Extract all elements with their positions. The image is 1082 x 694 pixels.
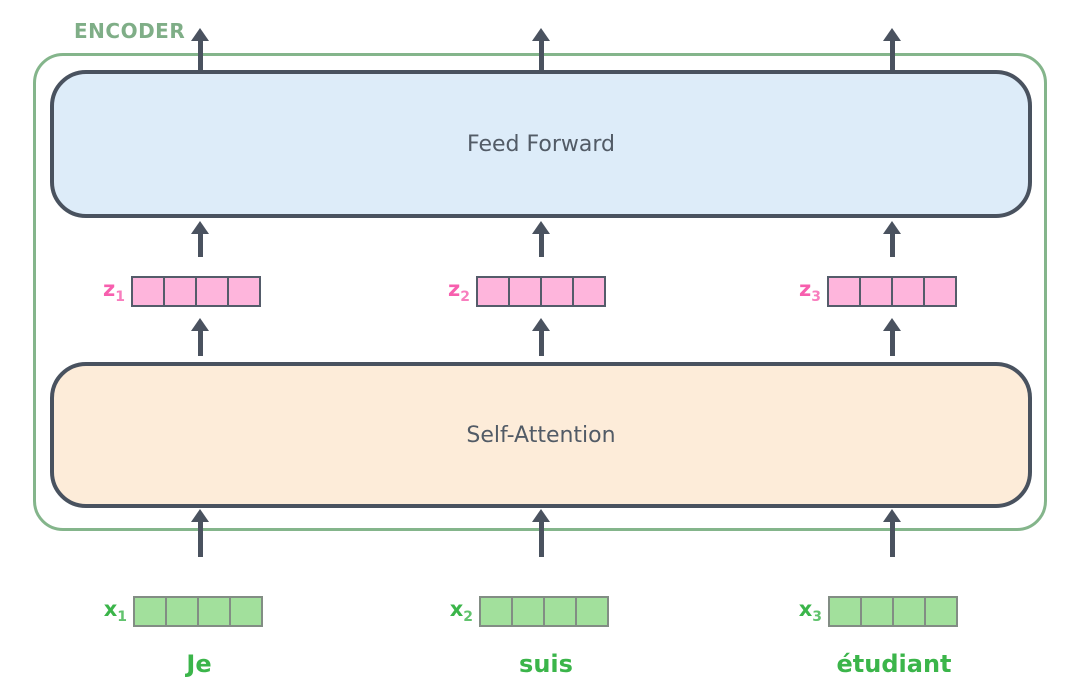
x1-label: x1 bbox=[103, 596, 127, 626]
x3-vector bbox=[828, 596, 958, 627]
arrow-up-icon bbox=[883, 318, 901, 356]
z2-vector bbox=[476, 276, 606, 307]
z1-label: z1 bbox=[103, 276, 125, 306]
word-je: Je bbox=[186, 650, 212, 678]
z1-vector bbox=[131, 276, 261, 307]
feed-forward-label: Feed Forward bbox=[467, 131, 615, 157]
x1-vector bbox=[133, 596, 263, 627]
arrow-up-icon bbox=[191, 221, 209, 257]
z3-vector bbox=[827, 276, 957, 307]
arrow-up-icon bbox=[532, 509, 550, 557]
arrow-up-icon bbox=[883, 221, 901, 257]
arrow-up-icon bbox=[532, 221, 550, 257]
feed-forward-block: Feed Forward bbox=[50, 70, 1032, 218]
x3-label: x3 bbox=[798, 596, 822, 626]
z3-label: z3 bbox=[799, 276, 821, 306]
arrow-up-icon bbox=[191, 318, 209, 356]
z1-vector-group: z1 bbox=[77, 276, 261, 307]
arrow-up-icon bbox=[883, 28, 901, 70]
x3-vector-group: x3 bbox=[774, 596, 958, 627]
x1-vector-group: x1 bbox=[79, 596, 263, 627]
z3-vector-group: z3 bbox=[773, 276, 957, 307]
arrow-up-icon bbox=[532, 28, 550, 70]
arrow-up-icon bbox=[883, 509, 901, 557]
x2-vector bbox=[479, 596, 609, 627]
x2-vector-group: x2 bbox=[425, 596, 609, 627]
self-attention-block: Self-Attention bbox=[50, 362, 1032, 508]
arrow-up-icon bbox=[191, 509, 209, 557]
word-suis: suis bbox=[519, 650, 573, 678]
encoder-label: ENCODER bbox=[74, 19, 186, 43]
self-attention-label: Self-Attention bbox=[466, 422, 616, 448]
arrow-up-icon bbox=[532, 318, 550, 356]
z2-label: z2 bbox=[448, 276, 470, 306]
z2-vector-group: z2 bbox=[422, 276, 606, 307]
arrow-up-icon bbox=[191, 28, 209, 70]
x2-label: x2 bbox=[449, 596, 473, 626]
word-etudiant: étudiant bbox=[836, 650, 952, 678]
